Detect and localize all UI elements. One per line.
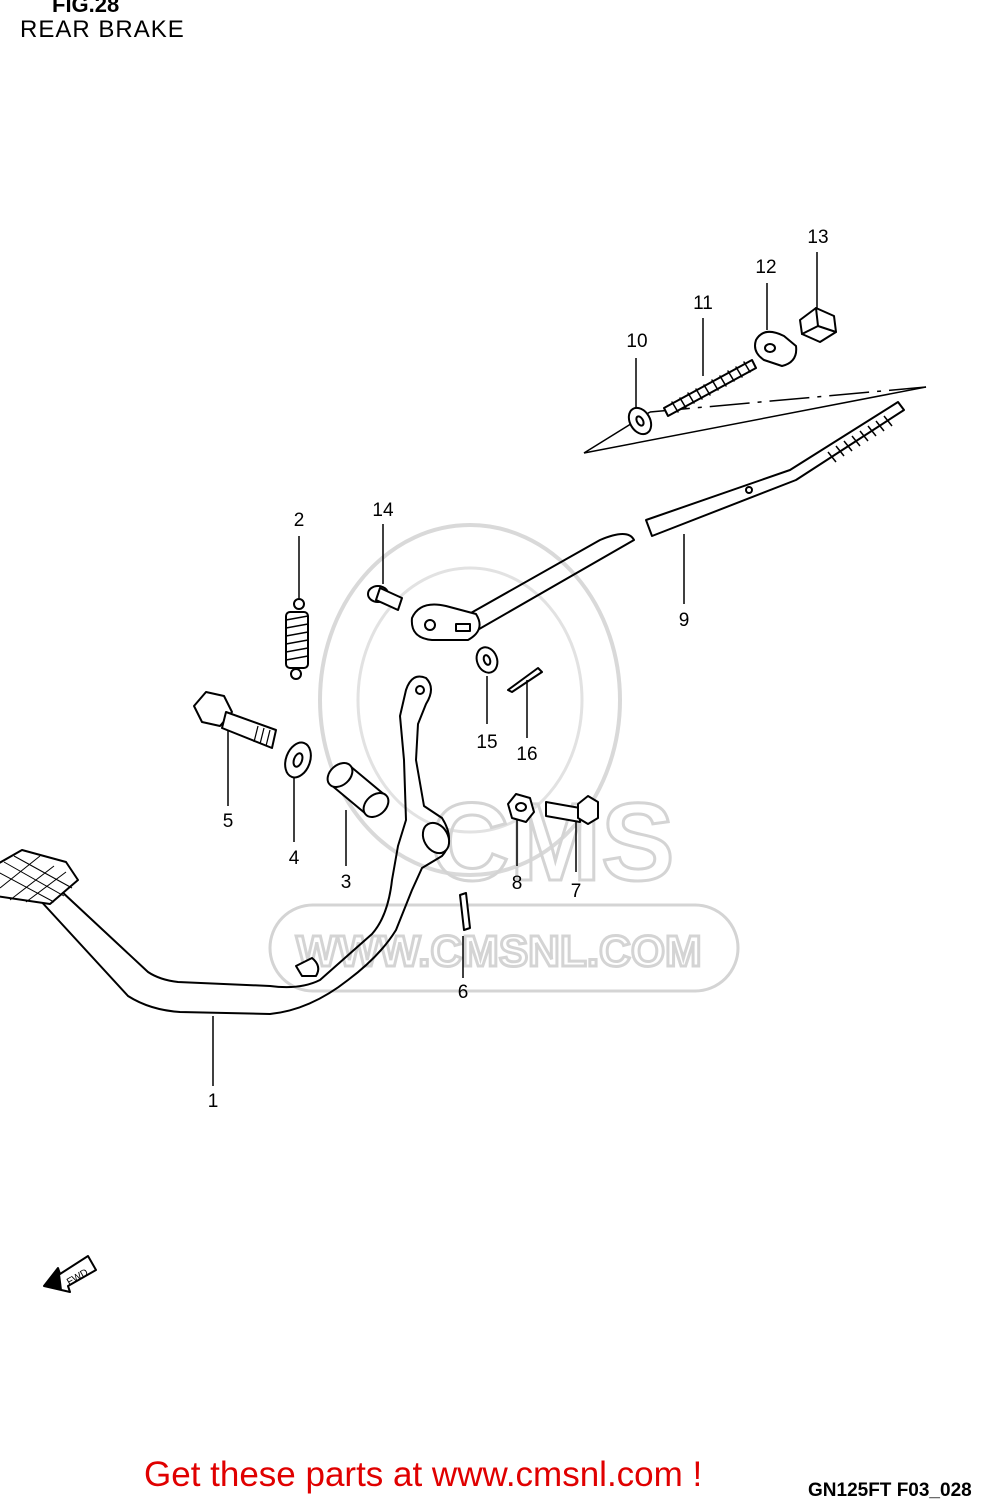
brake-rod-part-9	[410, 386, 927, 641]
callout-1: 1	[208, 1091, 219, 1112]
callout-4: 4	[289, 848, 300, 869]
joint-part-12	[754, 330, 798, 367]
watermark-url: WWW.CMSNL.COM	[296, 927, 702, 976]
cotter-pin-part-6	[459, 892, 471, 931]
washer-part-10	[627, 406, 653, 436]
callout-11: 11	[693, 293, 713, 314]
callout-8: 8	[512, 873, 523, 894]
callout-7: 7	[571, 881, 582, 902]
callout-6: 6	[458, 982, 469, 1003]
spring-part-11	[663, 359, 757, 417]
watermark-brand: CMS	[430, 781, 674, 904]
callout-9: 9	[679, 610, 690, 631]
figure-title: FIG.28	[52, 0, 120, 17]
callout-13: 13	[807, 227, 828, 248]
washer-part-4	[284, 741, 312, 779]
footer-parts-link[interactable]: Get these parts at www.cmsnl.com !	[144, 1455, 703, 1494]
washer-part-15	[475, 646, 499, 674]
callout-14: 14	[372, 500, 394, 521]
callout-3: 3	[341, 872, 352, 893]
figure-code: GN125FT F03_028	[808, 1480, 972, 1501]
adjusting-nut-part-13	[799, 307, 837, 343]
callout-labels: 1 2 3 4 5 6 7 8 9 10 11 12 13 14 15 16	[208, 227, 829, 1112]
bushing-part-3	[326, 762, 390, 818]
return-spring-part-2	[285, 598, 309, 680]
cotter-pin-part-16	[507, 667, 543, 693]
nut-part-8	[507, 793, 535, 823]
bolt-part-7	[545, 795, 599, 825]
leader-lines	[212, 252, 818, 1086]
forward-direction-arrow-icon: FWD	[43, 1255, 97, 1293]
bolt-part-5	[193, 691, 277, 749]
pin-part-14	[367, 585, 403, 611]
callout-15: 15	[476, 732, 497, 753]
callout-16: 16	[516, 744, 537, 765]
callout-2: 2	[294, 510, 305, 531]
callout-12: 12	[755, 257, 776, 278]
callout-5: 5	[223, 811, 234, 832]
figure-subtitle: REAR BRAKE	[20, 16, 185, 43]
brake-pedal-part-1	[0, 675, 451, 1015]
callout-10: 10	[626, 331, 647, 352]
